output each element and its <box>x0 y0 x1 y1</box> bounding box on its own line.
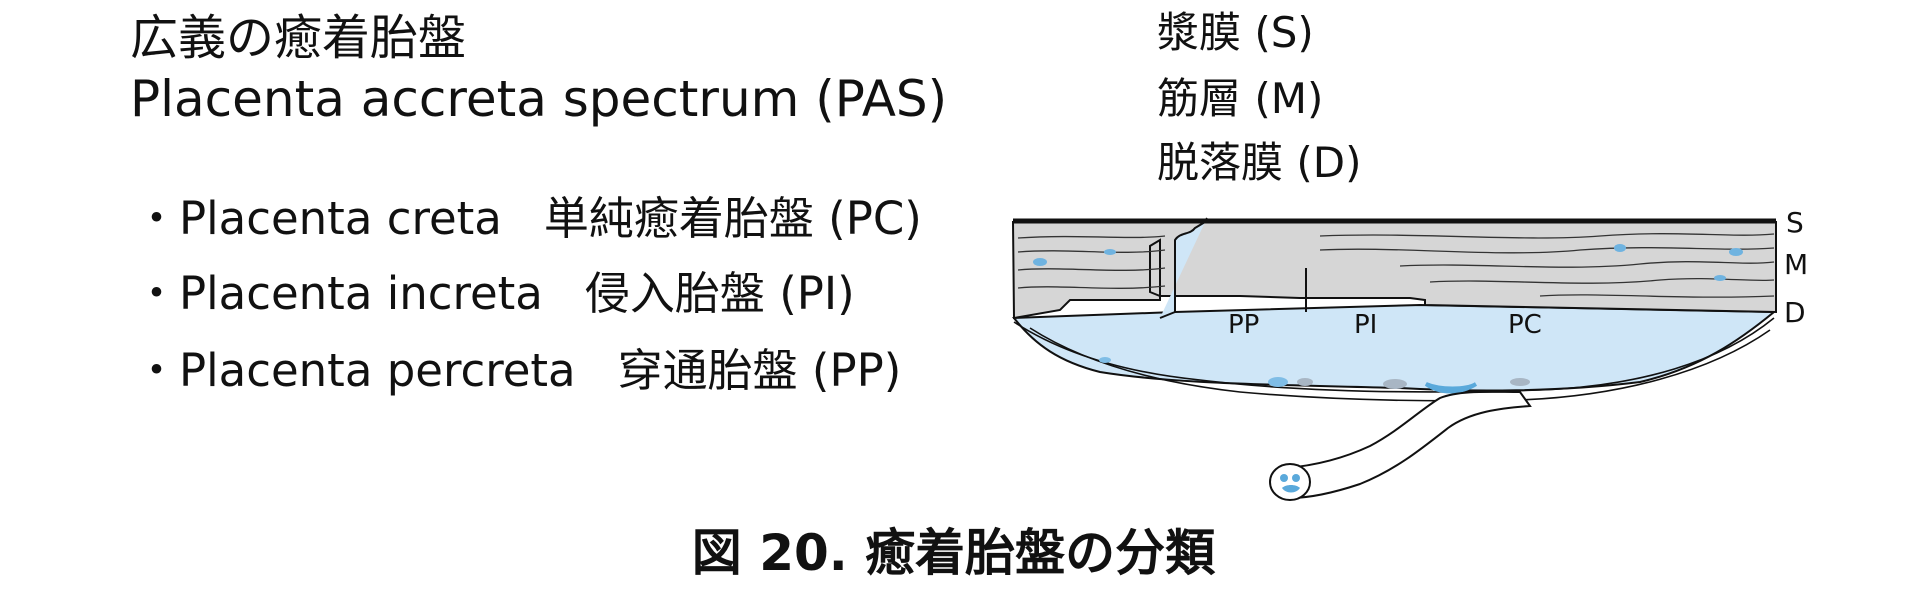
label-pp: PP <box>1228 310 1259 340</box>
placenta-body <box>1012 303 1777 392</box>
placental-vessels <box>1099 357 1530 394</box>
type-en-creta: Placenta creta <box>179 192 502 245</box>
type-en-percreta: Placenta percreta <box>179 344 576 397</box>
type-ja-increta: 侵入胎盤 (PI) <box>584 267 855 320</box>
legend-decidua: 脱落膜 (D) <box>1157 138 1362 187</box>
cord-vessels <box>1280 474 1300 493</box>
title-english: Placenta accreta spectrum (PAS) <box>130 70 948 128</box>
label-d: D <box>1784 296 1806 329</box>
umbilical-cord <box>1269 390 1532 501</box>
muscle-fibers <box>1017 233 1775 298</box>
muscle-vessels <box>1033 244 1743 281</box>
label-pi: PI <box>1354 310 1377 340</box>
label-m: M <box>1784 248 1808 281</box>
legend-muscle: 筋層 (M) <box>1157 74 1324 123</box>
bullet: ・ <box>134 192 180 245</box>
label-pc: PC <box>1508 310 1542 340</box>
muscle-layer <box>1011 221 1777 320</box>
percreta-invasion <box>1159 217 1208 319</box>
bullet: ・ <box>134 267 180 320</box>
label-s: S <box>1786 206 1804 239</box>
type-en-increta: Placenta increta <box>179 267 543 320</box>
type-ja-creta: 単純癒着胎盤 (PC) <box>543 192 922 245</box>
legend-serosa: 漿膜 (S) <box>1157 8 1314 57</box>
type-ja-percreta: 穿通胎盤 (PP) <box>617 344 902 397</box>
figure-caption: 図 20. 癒着胎盤の分類 <box>691 524 1216 582</box>
bullet: ・ <box>134 344 180 397</box>
title-japanese: 広義の癒着胎盤 <box>130 10 467 66</box>
